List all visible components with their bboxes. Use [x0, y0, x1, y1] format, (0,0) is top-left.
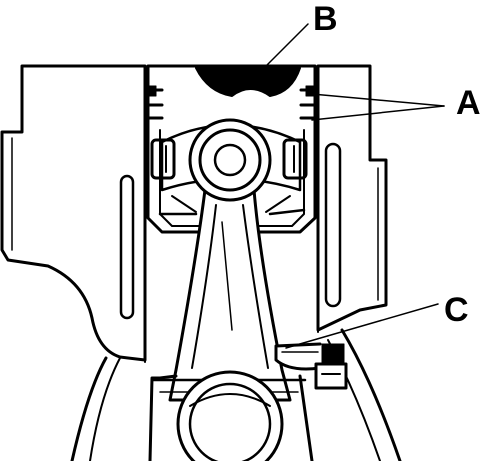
oil-jet	[274, 342, 348, 390]
leader-line-c	[285, 303, 439, 349]
cylinder-block-right	[316, 64, 402, 461]
cylinder-block-left	[0, 64, 147, 461]
piston-pin	[198, 128, 262, 192]
cylinder-bore	[144, 65, 319, 363]
pin-clip-right	[282, 138, 308, 180]
leader-line-a-upper	[311, 93, 445, 107]
piston-pin-small-end	[188, 118, 272, 202]
connecting-rod	[148, 118, 314, 461]
callout-label-c: C	[444, 291, 469, 329]
callout-label-b: B	[313, 0, 338, 38]
leader-line-a-lower	[311, 105, 445, 121]
crankpin-big-end	[176, 370, 284, 461]
pin-clip-left	[150, 138, 176, 180]
piston-ring-grooves	[146, 85, 317, 120]
leader-line-b	[253, 23, 309, 79]
piston-crown-recess	[195, 67, 301, 97]
callout-label-a: A	[456, 84, 481, 122]
leader-lines	[253, 23, 445, 349]
